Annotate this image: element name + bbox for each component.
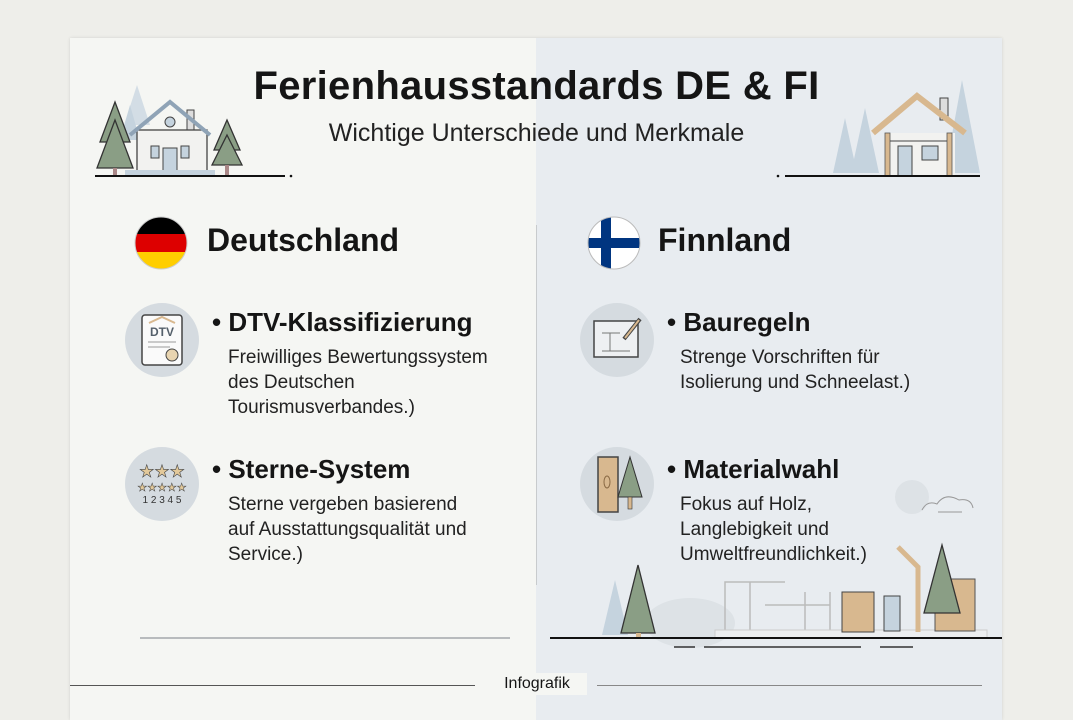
footer-line-left: [70, 685, 475, 686]
finnish-flag-icon: [587, 216, 641, 270]
blueprint-pencil-icon: [580, 303, 654, 377]
left-bottom-line: [140, 637, 510, 639]
item-title-bauregeln: • Bauregeln: [667, 307, 811, 337]
item-title-dtv: • DTV-Klassifizierung: [212, 307, 473, 337]
svg-text:★★★★★: ★★★★★: [137, 482, 186, 494]
page-title: Ferienhausstandards DE & FI: [253, 64, 820, 108]
wood-tree-icon: [580, 447, 654, 521]
footer-line-right: [597, 685, 982, 686]
finnish-landscape-illustration: [550, 480, 1002, 648]
dtv-certificate-icon: DTV: [125, 303, 199, 377]
footer-label: Infografik: [487, 673, 587, 695]
german-house-illustration: [95, 85, 293, 178]
item-title-materialwahl: • Materialwahl: [667, 454, 840, 484]
svg-text:★★★: ★★★: [139, 462, 185, 481]
svg-text:1 2 3 4 5: 1 2 3 4 5: [143, 495, 182, 506]
column-divider: [536, 225, 537, 585]
german-flag-icon: [134, 216, 188, 270]
country-title-germany: Deutschland: [207, 222, 400, 258]
country-title-finland: Finnland: [658, 222, 792, 258]
item-title-stars: • Sterne-System: [212, 454, 411, 484]
stars-rating-icon: ★★★ ★★★★★ 1 2 3 4 5: [125, 447, 199, 521]
dtv-label: DTV: [150, 325, 174, 339]
finnish-house-illustration: [776, 80, 980, 178]
page-subtitle: Wichtige Unterschiede und Merkmale: [328, 119, 745, 147]
